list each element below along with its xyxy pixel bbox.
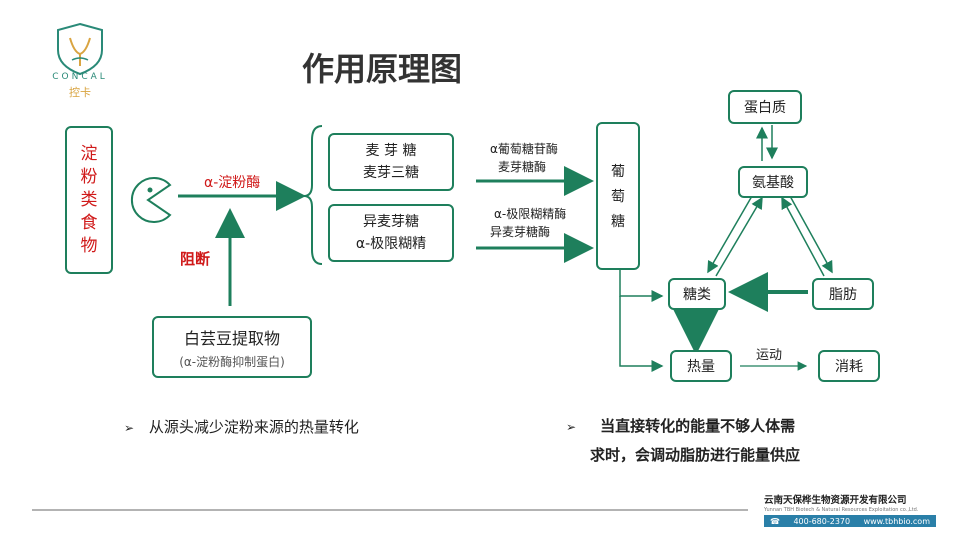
starch-char: 物 — [80, 235, 98, 256]
dextrin-label: α-极限糊精 — [355, 236, 427, 252]
bullet-arrow-icon: ➢ — [124, 421, 135, 435]
bottom-enzymes: α-极限糊精酶 异麦芽糖酶 — [490, 205, 566, 241]
maltose-box: 麦 芽 糖 麦芽三糖 — [328, 133, 454, 191]
starch-char: 粉 — [80, 166, 98, 187]
protein-label: 蛋白质 — [744, 100, 786, 116]
isomaltose-box: 异麦芽糖 α-极限糊精 — [328, 204, 454, 262]
starch-char: 类 — [80, 189, 98, 210]
enzyme-pacman-icon — [130, 177, 172, 223]
sugar-box: 糖类 — [668, 278, 726, 310]
fat-box: 脂肪 — [812, 278, 874, 310]
company-web: www.tbhbio.com — [863, 516, 930, 526]
extract-sub: (α-淀粉酶抑制蛋白) — [179, 354, 285, 369]
starch-food-box: 淀 粉 类 食 物 — [65, 126, 113, 274]
maltose-label: 麦 芽 糖 — [365, 143, 417, 159]
block-label: 阻断 — [180, 250, 211, 268]
company-info: 云南天保桦生物资源开发有限公司 Yunnan TBH Biotech & Nat… — [764, 492, 936, 527]
fat-label: 脂肪 — [829, 287, 857, 303]
exercise-label: 运动 — [756, 348, 783, 363]
bullet-right: ➢ 当直接转化的能量不够人体需 求时，会调动脂肪进行能量供应 — [566, 412, 800, 469]
consume-box: 消耗 — [818, 350, 880, 382]
extract-box: 白芸豆提取物 (α-淀粉酶抑制蛋白) — [152, 316, 312, 378]
amino-acid-box: 氨基酸 — [738, 166, 808, 198]
company-name-en: Yunnan TBH Biotech & Natural Resources E… — [764, 507, 919, 513]
bullet-left: ➢ 从源头减少淀粉来源的热量转化 — [124, 416, 359, 437]
dextrinase-label: α-极限糊精酶 — [494, 207, 567, 221]
phone-icon: ☎ — [770, 516, 780, 526]
company-phone: 400-680-2370 — [793, 516, 851, 526]
sugar-label: 糖类 — [683, 287, 711, 303]
heat-box: 热量 — [670, 350, 732, 382]
concal-logo: CONCAL 控卡 — [44, 20, 116, 100]
consume-label: 消耗 — [835, 359, 863, 375]
maltotriose-label: 麦芽三糖 — [363, 165, 419, 181]
isomaltose-label: 异麦芽糖 — [363, 214, 419, 230]
company-contact-bar: ☎ 400-680-2370 www.tbhbio.com — [764, 515, 936, 527]
starch-char: 食 — [80, 212, 98, 233]
heat-label: 热量 — [687, 359, 715, 375]
isomaltase-label: 异麦芽糖酶 — [490, 225, 551, 239]
logo-brand: CONCAL — [52, 72, 108, 82]
glucosidase-label: α葡萄糖苷酶 — [490, 142, 558, 156]
glucose-char: 葡 — [611, 164, 625, 180]
bullet-right-line1: 当直接转化的能量不够人体需 — [600, 417, 796, 435]
bullet-right-line2: 求时，会调动脂肪进行能量供应 — [590, 446, 801, 464]
page-title: 作用原理图 — [302, 50, 463, 88]
shield-logo-icon — [57, 22, 103, 76]
enzyme-label: α-淀粉酶 — [204, 175, 261, 191]
glucose-char: 糖 — [611, 214, 625, 230]
extract-name: 白芸豆提取物 — [183, 328, 280, 348]
protein-box: 蛋白质 — [728, 90, 802, 124]
starch-char: 淀 — [80, 143, 98, 164]
glucose-char: 萄 — [611, 189, 625, 205]
logo-cn: 控卡 — [69, 86, 91, 99]
bullet-left-text: 从源头减少淀粉来源的热量转化 — [148, 418, 359, 436]
bullet-arrow-icon: ➢ — [566, 420, 577, 434]
maltase-label: 麦芽糖酶 — [498, 160, 547, 174]
glucose-box: 葡 萄 糖 — [596, 122, 640, 270]
amino-acid-label: 氨基酸 — [752, 175, 794, 191]
company-name-cn: 云南天保桦生物资源开发有限公司 — [764, 495, 907, 506]
top-enzymes: α葡萄糖苷酶 麦芽糖酶 — [490, 140, 558, 176]
